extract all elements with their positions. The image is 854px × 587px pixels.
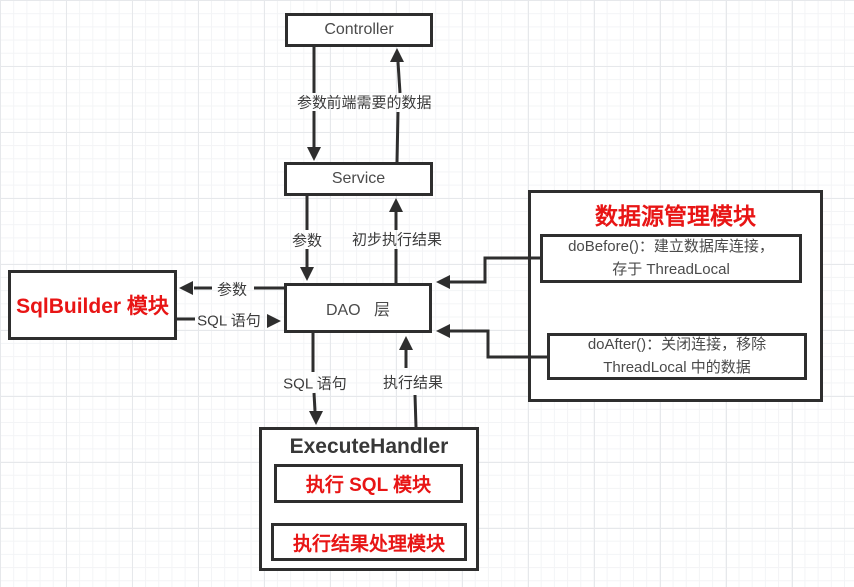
dobefore-text-line1: doBefore()：建立数据库连接， [568,238,774,255]
edge-dobefore-dao [450,256,540,284]
arrowhead-into-dao-bottom [399,336,413,350]
datasource-module: 数据源管理模块 doBefore()：建立数据库连接， 存于 ThreadLoc… [528,190,823,402]
arrowhead-doafter-into-dao [436,324,450,338]
arrowhead-into-handler [309,411,323,425]
edge-service-controller-seg2 [396,61,402,94]
executehandler-title: ExecuteHandler [289,435,449,458]
datasource-module-title: 数据源管理模块 [595,203,756,229]
edge-label-dao-param: 参数 [216,281,248,299]
arrowhead-into-dao-top [300,267,314,281]
edge-handler-dao-seg1 [413,394,418,428]
controller-node: Controller [285,13,433,47]
doafter-text-line1: doAfter()：关闭连接，移除 [587,336,767,353]
exec-sql-module-label: 执行 SQL 模块 [305,475,432,496]
sqlbuilder-node: SqlBuilder 模块 [8,270,177,340]
executehandler-node: ExecuteHandler 执行 SQL 模块 执行结果处理模块 [259,427,479,571]
arrowhead-into-controller [390,48,404,62]
doafter-text-line2: ThreadLocal 中的数据 [603,358,751,376]
edge-dao-handler-seg2 [312,392,317,412]
sqlbuilder-label: SqlBuilder 模块 [16,295,169,318]
service-label: Service [331,170,386,187]
edge-label-execution-result: 执行结果 [382,374,444,392]
arrowhead-into-sqlbuilder [179,281,193,295]
controller-label: Controller [324,21,394,38]
edge-label-service-param: 参数 [291,232,323,250]
arrowhead-into-service [307,147,321,161]
edge-label-preliminary-result: 初步执行结果 [351,231,443,249]
edge-label-sql-statement-down: SQL 语句 [283,375,347,393]
dao-node: DAO 层 [284,283,432,333]
arrowhead-into-service-bottom [389,198,403,212]
edge-label-frontend-data: 前端需要的数据 [326,94,432,112]
service-node: Service [284,162,433,196]
arrowhead-dobefore-into-dao [436,275,450,289]
edge-label-sql-statement-left: SQL 语句 [197,312,261,330]
arrowhead-into-dao-left [267,314,281,328]
edge-label-controller-param: 参数 [296,94,328,112]
exec-result-module-box: 执行结果处理模块 [271,523,467,561]
edge-service-controller-seg1 [395,111,400,163]
doafter-box: doAfter()：关闭连接，移除 ThreadLocal 中的数据 [547,333,807,380]
exec-sql-module-box: 执行 SQL 模块 [274,464,463,503]
dao-label: DAO 层 [325,302,391,319]
dobefore-text-line2: 存于 ThreadLocal [612,260,730,278]
exec-result-module-label: 执行结果处理模块 [292,533,445,555]
dobefore-box: doBefore()：建立数据库连接， 存于 ThreadLocal [540,234,802,283]
